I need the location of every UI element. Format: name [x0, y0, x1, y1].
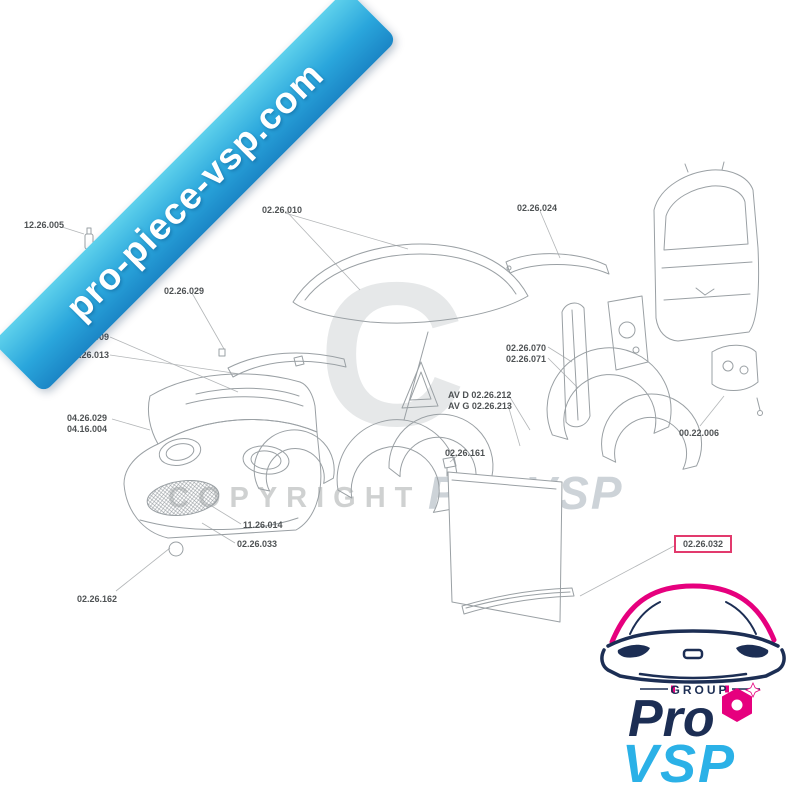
part-label[interactable]: 11.26.014	[243, 520, 283, 530]
logo-group-text: GROUP	[670, 683, 729, 697]
part-label[interactable]: 12.26.005	[24, 220, 65, 230]
part-label: 02.26.032	[683, 539, 724, 549]
part-label[interactable]: 02.26.033	[237, 539, 278, 549]
part-label[interactable]: 02.26.070	[506, 343, 547, 353]
part-label[interactable]: 02.26.161	[445, 448, 486, 458]
provsp-logo-car	[600, 583, 786, 684]
rocker-strip-part	[461, 587, 575, 615]
quarter-strip-part	[561, 302, 591, 428]
part-label[interactable]: 02.26.162	[77, 594, 118, 604]
rear-hatch-part	[653, 161, 760, 342]
part-label[interactable]: 25.26.013	[69, 350, 110, 360]
door-glass-part	[447, 471, 563, 623]
rear-spoiler-part	[505, 253, 610, 275]
a-pillar-trim-part	[401, 331, 439, 421]
copyright-c-watermark: C	[318, 240, 467, 469]
front-body-part	[123, 373, 322, 557]
logo-pro-text: Pro	[628, 690, 715, 748]
part-label[interactable]: 00.22.006	[679, 428, 720, 438]
part-label[interactable]: AV G 02.26.213	[448, 401, 512, 411]
part-label[interactable]: 02.26.010	[262, 205, 303, 215]
rear-lamp-bracket-part	[711, 344, 763, 416]
cowl-strip-part	[218, 348, 347, 378]
sparkle-icon	[745, 682, 761, 698]
logo-vsp-text: VSP	[622, 734, 736, 794]
part-label[interactable]: 04.26.029	[67, 413, 108, 423]
part-label[interactable]: 04.16.004	[67, 424, 108, 434]
highlighted-part-label[interactable]: 02.26.032	[674, 535, 733, 553]
part-label[interactable]: 02.26.071	[506, 354, 547, 364]
part-label[interactable]: 02.26.029	[164, 286, 205, 296]
part-label[interactable]: 02.26.024	[517, 203, 558, 213]
hex-nut-icon	[722, 682, 761, 722]
part-label[interactable]: AV D 02.26.212	[448, 390, 512, 400]
leader-lines	[61, 210, 725, 597]
roof-panel-part	[292, 243, 529, 324]
small-bracket-part	[442, 456, 457, 477]
